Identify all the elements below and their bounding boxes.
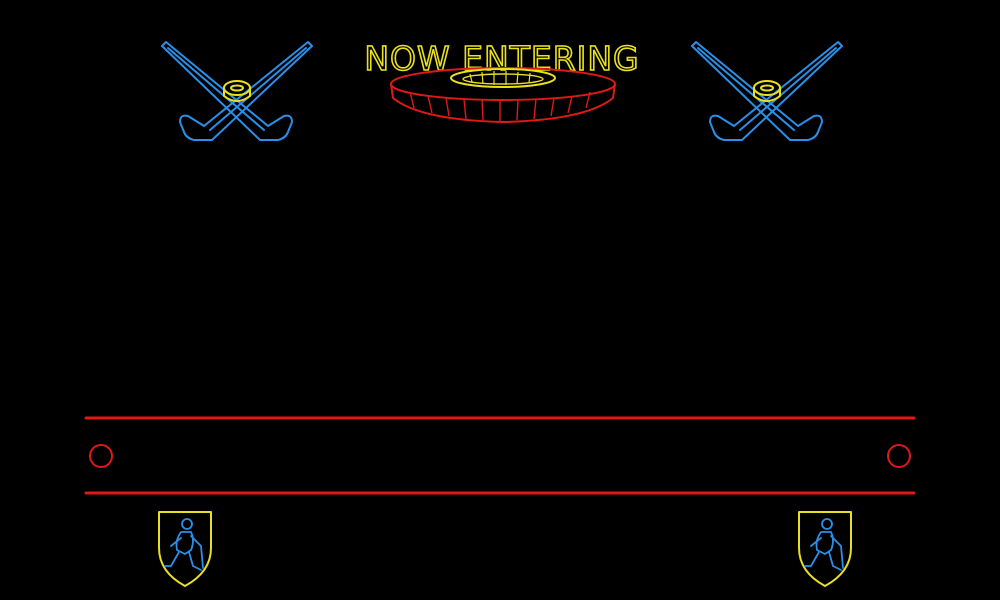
right-bolt (887, 444, 911, 468)
player-crest-icon-right (798, 511, 852, 587)
crossed-sticks-icon-right (691, 41, 843, 141)
arena-icon (390, 67, 616, 124)
rail-frame (84, 416, 916, 495)
now-entering-title: NOW ENTERING (364, 39, 639, 78)
left-bolt (89, 444, 113, 468)
player-crest-icon-left (158, 511, 212, 587)
crossed-sticks-icon-left (161, 41, 313, 141)
